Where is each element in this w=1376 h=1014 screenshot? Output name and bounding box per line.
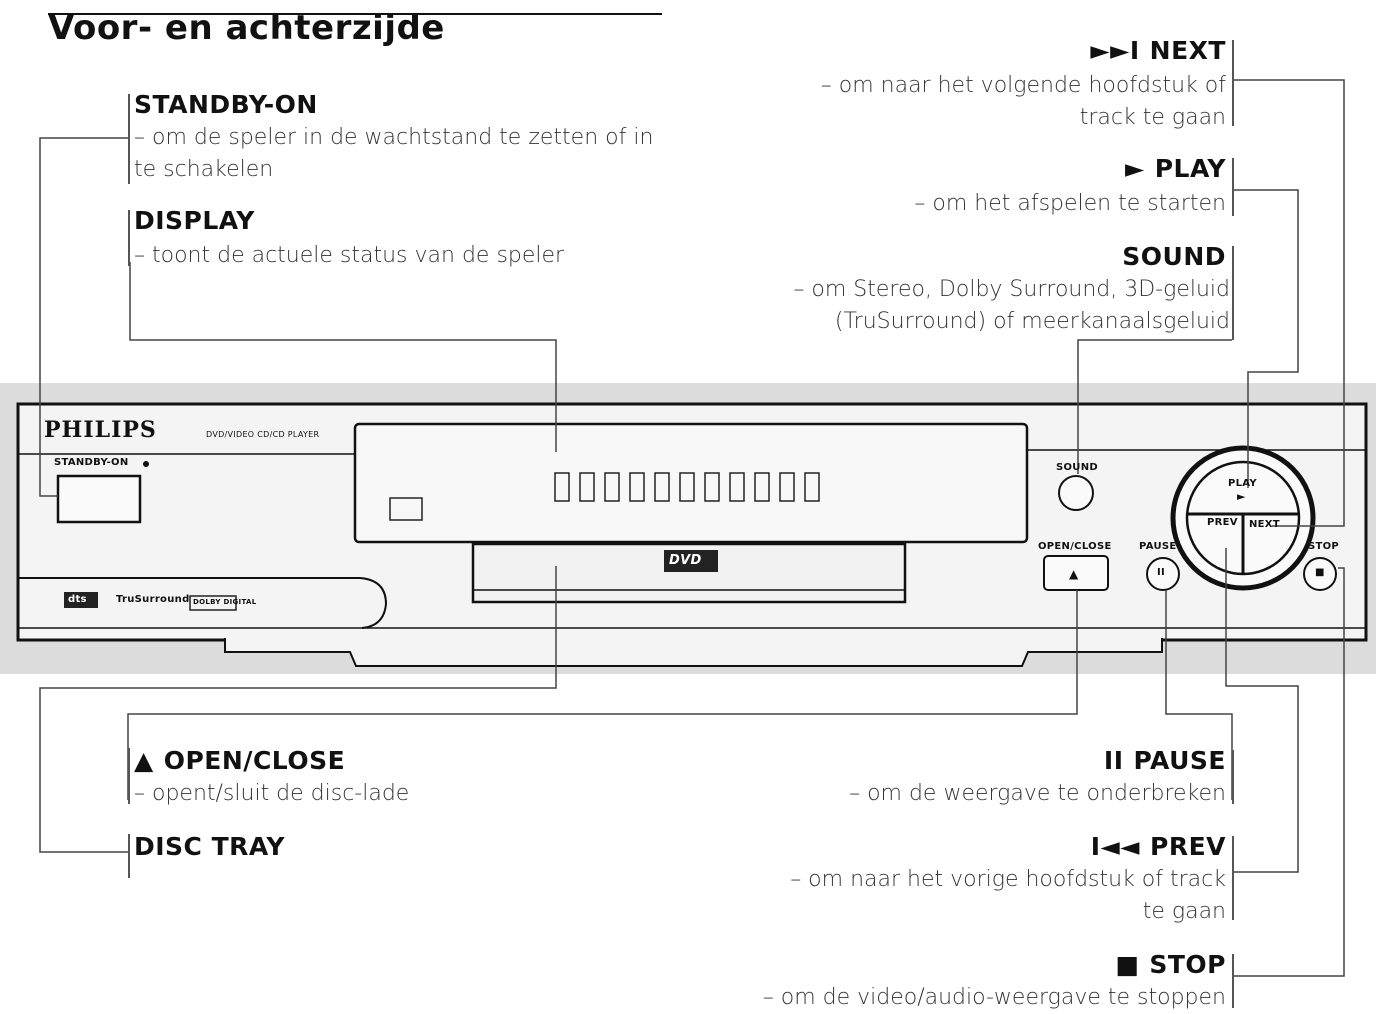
pause-bar [1232, 750, 1234, 804]
standby-desc: – om de speler in de wachtstand te zette… [134, 125, 654, 182]
prev-label-text: PREV [1150, 832, 1226, 861]
play-label: ► PLAY [1000, 154, 1226, 183]
title-rule [48, 13, 662, 15]
device-standby-label: STANDBY-ON [54, 457, 129, 468]
dts-logo-text: dts [68, 594, 87, 605]
standby-button-shape [56, 474, 142, 524]
pause-label-text: PAUSE [1133, 746, 1226, 775]
eject-icon: ▲ [1069, 567, 1079, 581]
device-open-close-label: OPEN/CLOSE [1038, 541, 1112, 552]
display-segments [554, 472, 820, 502]
play-bar [1232, 158, 1234, 216]
brand-logo: PHILIPS [44, 417, 157, 443]
display-label: DISPLAY [134, 206, 255, 235]
play-icon: ► [1237, 490, 1246, 503]
disc-tray-label: DISC TRAY [134, 832, 285, 861]
prev-bar [1232, 836, 1234, 920]
play-desc: – om het afspelen te starten [914, 191, 1226, 216]
pause-icon-label: II [1103, 746, 1124, 775]
pause-label: II PAUSE [1000, 746, 1226, 775]
eject-icon-label: ▲ [134, 746, 154, 775]
compact-disc-icon [389, 497, 423, 521]
logo-panel-outline [18, 577, 388, 629]
device-stop-label: STOP [1308, 541, 1340, 552]
prev-icon-label: I◄◄ [1090, 832, 1140, 861]
stop-icon: ■ [1315, 567, 1325, 578]
sound-label: SOUND [1122, 242, 1226, 271]
next-desc: – om naar het volgende hoofdstuk of trac… [820, 73, 1226, 130]
prev-label: I◄◄ PREV [1000, 832, 1226, 861]
next-icon: ►►I [1090, 36, 1140, 65]
display-desc: – toont de actuele status van de speler [134, 243, 565, 268]
open-close-label-text: OPEN/CLOSE [163, 746, 346, 775]
dvd-logo-text: DVD [669, 553, 702, 568]
disc-tray [471, 542, 907, 604]
page-title: Voor- en achterzijde [48, 8, 445, 48]
stop-icon-label: ■ [1115, 950, 1140, 979]
stop-desc: – om de video/audio-weergave te stoppen [762, 985, 1226, 1010]
open-close-desc: – opent/sluit de disc-lade [134, 781, 410, 806]
open-close-bar [128, 748, 130, 804]
next-label: ►►I NEXT [1000, 36, 1226, 65]
model-text: DVD/VIDEO CD/CD PLAYER [206, 430, 320, 439]
pause-desc: – om de weergave te onderbreken [849, 781, 1226, 806]
stop-label: ■ STOP [1000, 950, 1226, 979]
sound-desc: – om Stereo, Dolby Surround, 3D-geluid (… [793, 277, 1230, 334]
trusurround-logo-text: TruSurround [116, 594, 190, 605]
next-bar [1232, 40, 1234, 126]
open-close-label: ▲ OPEN/CLOSE [134, 746, 345, 775]
dts-logo-icon [64, 592, 98, 608]
device-pause-label: PAUSE [1139, 541, 1177, 552]
standby-bar [128, 94, 130, 184]
device-next-label: NEXT [1249, 519, 1280, 530]
sound-bar [1232, 246, 1234, 340]
dvd-logo-icon [664, 550, 718, 572]
device-play-label: PLAY [1228, 478, 1257, 489]
prev-desc: – om naar het vorige hoofdstuk of track … [790, 867, 1226, 924]
dolby-logo-text: DOLBY DIGITAL [193, 598, 257, 606]
play-label-text: PLAY [1154, 154, 1226, 183]
next-label-text: NEXT [1149, 36, 1226, 65]
stop-bar [1232, 954, 1234, 1008]
play-icon-label: ► [1124, 154, 1145, 183]
device-sound-label: SOUND [1056, 462, 1098, 473]
display-bar [128, 210, 130, 266]
device-foot [224, 638, 1163, 667]
stop-label-text: STOP [1149, 950, 1226, 979]
disc-tray-bar [128, 834, 130, 878]
device-prev-label: PREV [1207, 517, 1238, 528]
pause-icon: II [1157, 567, 1166, 578]
display-window [353, 422, 1029, 544]
standby-label: STANDBY-ON [134, 90, 318, 119]
dolby-logo-icon [189, 595, 237, 611]
